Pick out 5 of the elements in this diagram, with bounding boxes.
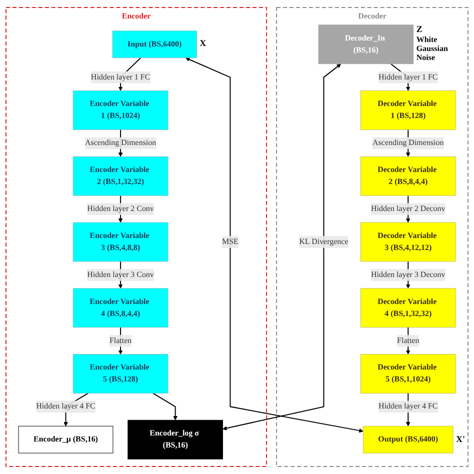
arrow bbox=[222, 64, 342, 430]
arrow bbox=[152, 392, 178, 420]
node-annotation: X' bbox=[456, 434, 466, 444]
arrow bbox=[186, 57, 364, 433]
node-annotation: Z bbox=[416, 24, 422, 34]
